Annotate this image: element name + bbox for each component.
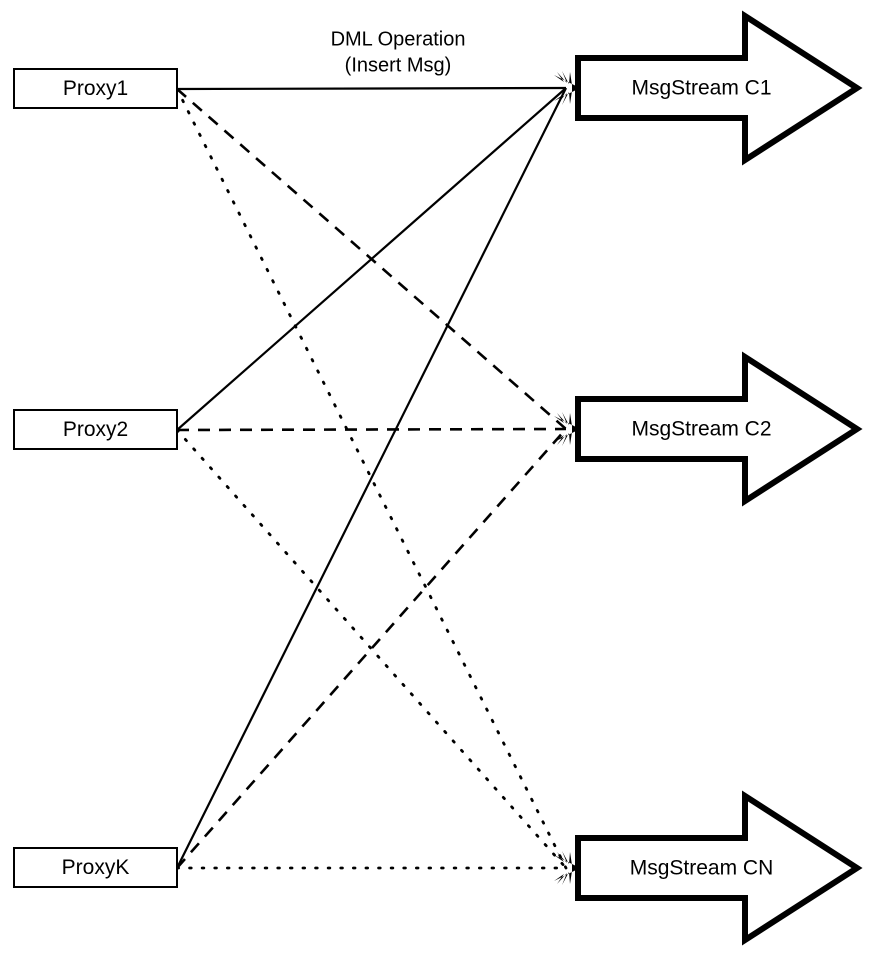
arrowhead-stream_c2 [554,412,580,446]
arrowhead-stream_c1 [554,71,580,105]
msgstream-arrow-stream_c2: MsgStream C2 [575,351,863,507]
msgstream-arrow-stream_c1: MsgStream C1 [575,10,863,166]
msgstream-arrow-shape [575,10,863,166]
proxy-node-proxy1: Proxy1 [13,68,178,109]
connection-proxy2-to-stream_c1 [176,87,567,431]
proxy-box [13,68,178,109]
connection-proxy1-to-stream_c1 [176,86,567,91]
proxy-box [13,409,178,450]
dml-operation-label-line2: (Insert Msg) [345,54,452,76]
streams-layer: MsgStream C1 MsgStream C2 MsgStream CN [575,10,863,946]
proxy-label: Proxy2 [63,418,128,441]
msgstream-label: MsgStream CN [630,857,774,880]
dml-operation-label-line1: DML Operation [331,28,466,50]
arrowhead-stream_cn [554,851,580,885]
proxy-label: Proxy1 [63,77,128,100]
connection-proxyK-to-stream_c1 [176,87,567,869]
connection-proxy2-to-stream_c2 [176,427,567,432]
connection-proxyK-to-stream_c2 [176,428,567,869]
msgstream-arrow-shape [575,351,863,507]
proxy-node-proxy2: Proxy2 [13,409,178,450]
msgstream-label: MsgStream C1 [631,77,771,100]
proxy-node-proxyK: ProxyK [13,847,178,888]
proxy-label: ProxyK [62,856,130,879]
msgstream-label: MsgStream C2 [631,418,771,441]
dml-operation-label: DML Operation (Insert Msg) [331,28,466,76]
msgstream-arrow-shape [575,790,863,946]
arrowheads-layer [554,71,580,885]
proxy-box [13,847,178,888]
connections-layer [175,86,568,870]
msgstream-arrow-stream_cn: MsgStream CN [575,790,863,946]
